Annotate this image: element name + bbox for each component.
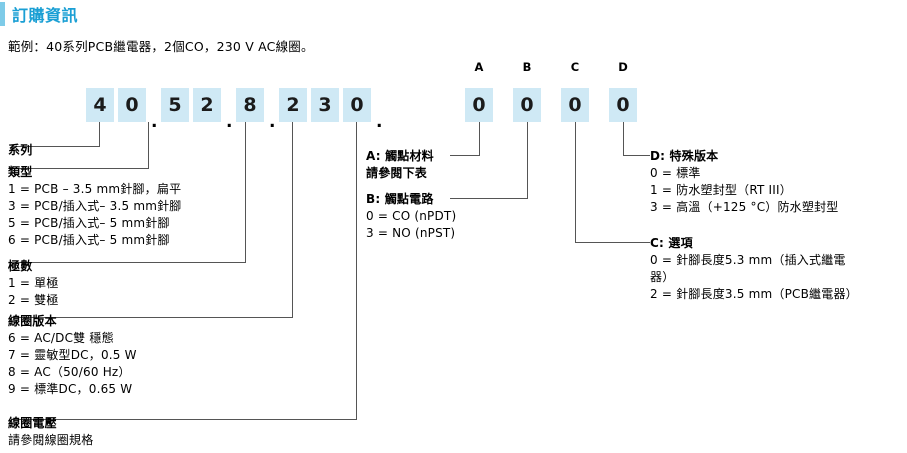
digit-box-3: 5 [161, 88, 189, 122]
block-type-line-3: 5 = PCB/插入式– 5 mm針腳 [8, 216, 170, 230]
block-poles-line-2: 2 = 雙極 [8, 293, 59, 307]
block-d-line-2: 1 = 防水塑封型（RT III） [650, 183, 792, 197]
column-header-d: D [618, 60, 628, 74]
leader-a-v [479, 122, 480, 155]
block-type-line-4: 6 = PCB/插入式– 5 mm針腳 [8, 233, 170, 247]
block-a-contact-material: A: 觸點材料 請參閱下表 [366, 148, 434, 182]
digit-box-1: 4 [86, 88, 114, 122]
digit-box-4: 2 [193, 88, 221, 122]
title-accent-bar [0, 2, 5, 26]
leader-d-v [623, 122, 624, 155]
leader-b-h [450, 198, 528, 199]
digit-box-6: 2 [279, 88, 307, 122]
block-coil-version-line-4: 9 = 標準DC，0.65 W [8, 382, 133, 396]
block-coil-version-heading: 線圈版本 [8, 314, 57, 328]
block-series: 系列 [8, 142, 32, 159]
block-a-heading: A: 觸點材料 [366, 149, 434, 163]
leader-series-v [99, 122, 100, 146]
block-type-line-1: 1 = PCB – 3.5 mm針腳，扁平 [8, 182, 182, 196]
block-poles-heading: 極數 [8, 259, 33, 273]
leader-coilversion-v [292, 122, 293, 317]
block-b-contact-circuit: B: 觸點電路 0 = CO (nPDT) 3 = NO (nPST) [366, 191, 456, 242]
leader-a-h [450, 155, 480, 156]
digit-box-7: 3 [311, 88, 339, 122]
block-coil-version: 線圈版本 6 = AC/DC雙 穩態 7 = 靈敏型DC，0.5 W 8 = A… [8, 313, 137, 398]
block-d-special-version: D: 特殊版本 0 = 標準 1 = 防水塑封型（RT III） 3 = 高溫（… [650, 148, 838, 216]
block-c-line-2: 2 = 針腳長度3.5 mm（PCB繼電器） [650, 287, 858, 301]
block-poles: 極數 1 = 單極 2 = 雙極 [8, 258, 59, 309]
block-coil-version-line-1: 6 = AC/DC雙 穩態 [8, 331, 114, 345]
column-header-c: C [570, 60, 580, 74]
block-b-heading: B: 觸點電路 [366, 192, 434, 206]
block-d-heading: D: 特殊版本 [650, 149, 719, 163]
page-title: 訂購資訊 [12, 6, 79, 25]
column-header-a: A [474, 60, 484, 74]
leader-coilversion-h [12, 317, 293, 318]
block-c-heading: C: 選項 [650, 236, 693, 250]
leader-poles-v [245, 122, 246, 262]
block-coil-voltage-heading: 線圈電壓 [8, 416, 57, 430]
digit-box-8: 0 [343, 88, 371, 122]
leader-c-h [575, 242, 650, 243]
leader-coilvoltage-h [12, 419, 357, 420]
code-separator-3: . [269, 112, 276, 132]
block-d-line-3: 3 = 高溫（+125 °C）防水塑封型 [650, 200, 839, 214]
example-text: 範例：40系列PCB繼電器，2個CO，230 V AC線圈。 [8, 39, 314, 54]
leader-c-v [575, 122, 576, 242]
block-type-heading: 類型 [8, 165, 33, 179]
digit-box-2: 0 [118, 88, 146, 122]
leader-poles-h [12, 262, 246, 263]
leader-type-h [12, 168, 149, 169]
block-c-line-1: 0 = 針腳長度5.3 mm（插入式繼電器） [650, 253, 846, 284]
leader-series-h [12, 146, 100, 147]
block-poles-line-1: 1 = 單極 [8, 276, 59, 290]
block-d-line-1: 0 = 標準 [650, 166, 701, 180]
column-header-b: B [522, 60, 532, 74]
block-b-line-2: 3 = NO (nPST) [366, 226, 456, 240]
digit-box-11: 0 [561, 88, 589, 122]
block-a-line-1: 請參閱下表 [366, 166, 428, 180]
block-c-options: C: 選項 0 = 針腳長度5.3 mm（插入式繼電器） 2 = 針腳長度3.5… [650, 235, 858, 303]
digit-box-5: 8 [236, 88, 264, 122]
block-coil-voltage: 線圈電壓 請參閱線圈規格 [8, 415, 93, 449]
code-separator-4: . [376, 112, 383, 132]
leader-d-h [623, 155, 650, 156]
digit-box-12: 0 [609, 88, 637, 122]
block-series-heading: 系列 [8, 143, 33, 157]
block-coil-version-line-3: 8 = AC（50/60 Hz） [8, 365, 131, 379]
digit-box-10: 0 [513, 88, 541, 122]
block-b-line-1: 0 = CO (nPDT) [366, 209, 457, 223]
block-type: 類型 1 = PCB – 3.5 mm針腳，扁平 3 = PCB/插入式– 3.… [8, 164, 182, 249]
leader-b-v [527, 122, 528, 198]
block-type-line-2: 3 = PCB/插入式– 3.5 mm針腳 [8, 199, 182, 213]
digit-box-9: 0 [465, 88, 493, 122]
code-separator-2: . [226, 112, 233, 132]
block-coil-voltage-line-1: 請參閱線圈規格 [8, 433, 94, 447]
leader-type-v [148, 122, 149, 168]
block-coil-version-line-2: 7 = 靈敏型DC，0.5 W [8, 348, 137, 362]
code-separator-1: . [151, 112, 158, 132]
leader-coilvoltage-v [356, 122, 357, 419]
